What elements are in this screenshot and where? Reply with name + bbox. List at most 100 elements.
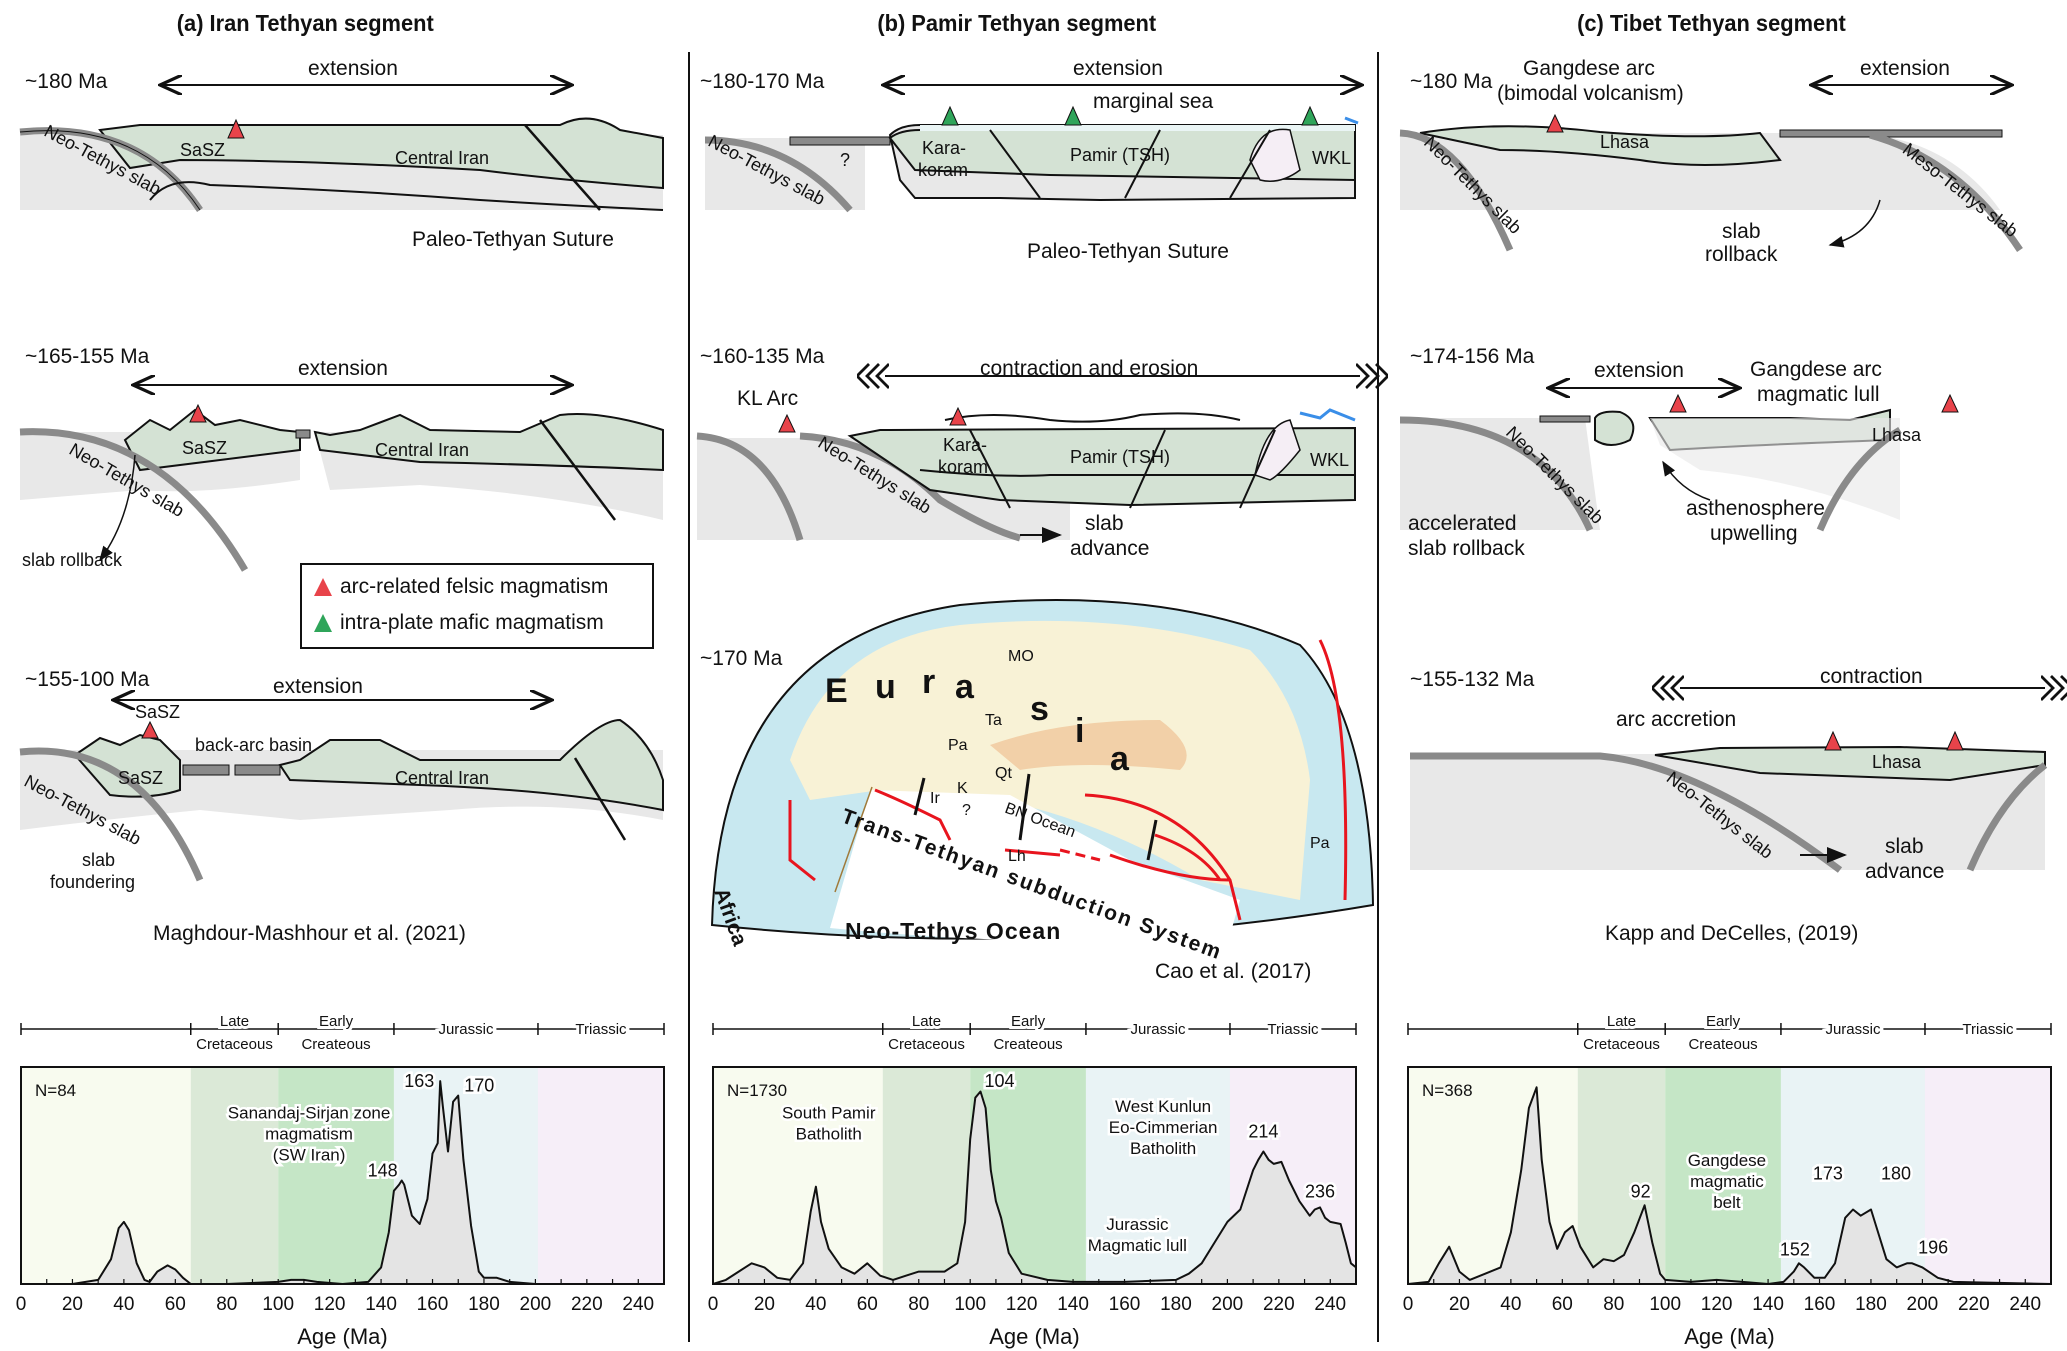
peak-label: 104 xyxy=(984,1071,1014,1091)
map-label-question: ? xyxy=(962,802,971,819)
x-tick-label: 200 xyxy=(1212,1294,1244,1315)
period-label: Late xyxy=(1607,1013,1636,1030)
tibet-s3-lhasa: Lhasa xyxy=(1872,752,1922,772)
x-tick-label: 160 xyxy=(1804,1294,1836,1315)
pamir-s1-kara: Kara- xyxy=(922,138,967,158)
pamir-s2-kara: Kara- xyxy=(943,435,988,455)
legend-label-mafic: intra-plate mafic magmatism xyxy=(340,611,604,634)
x-axis-label: Age (Ma) xyxy=(1684,1324,1774,1349)
iran-s2-age: ~165-155 Ma xyxy=(25,345,150,368)
period-label: Late xyxy=(912,1013,941,1030)
period-label: Early xyxy=(1011,1013,1046,1030)
chart-annotation: Sanandaj-Sirjan zone xyxy=(228,1103,391,1122)
peak-label: 170 xyxy=(464,1076,494,1096)
pamir-s1-suture: Paleo-Tethyan Suture xyxy=(1027,240,1229,263)
green-triangle-icon xyxy=(314,614,332,632)
tibet-s3-regime: contraction xyxy=(1820,665,1923,688)
chart-frame xyxy=(712,1066,1357,1285)
pamir-s2-age: ~160-135 Ma xyxy=(700,345,825,368)
chart-annotation: Jurassic xyxy=(1106,1215,1169,1234)
tibet-s2-lull: magmatic lull xyxy=(1757,383,1880,406)
iran-s2-sasz: SaSZ xyxy=(182,438,228,458)
x-tick-label: 0 xyxy=(708,1294,719,1315)
x-tick-label: 20 xyxy=(754,1294,775,1315)
period-label-line2: Cretaceous xyxy=(888,1036,965,1053)
x-tick-label: 0 xyxy=(16,1294,27,1315)
chart-annotation: Eo-Cimmerian xyxy=(1109,1118,1218,1137)
tibet-s1-age: ~180 Ma xyxy=(1410,70,1493,93)
iran-citation: Maghdour-Mashhour et al. (2021) xyxy=(153,922,466,945)
peak-label: 148 xyxy=(368,1161,398,1181)
peak-label: 163 xyxy=(404,1071,434,1091)
period-label-line2: Createous xyxy=(1688,1036,1757,1053)
x-tick-label: 160 xyxy=(1109,1294,1141,1315)
chart-annotation: Magmatic lull xyxy=(1088,1236,1187,1255)
x-tick-label: 120 xyxy=(1006,1294,1038,1315)
x-tick-label: 220 xyxy=(1958,1294,1990,1315)
period-band xyxy=(882,1067,971,1284)
x-tick-label: 40 xyxy=(113,1294,134,1315)
tibet-s2-accelerated: accelerated xyxy=(1408,512,1517,535)
x-tick-label: 60 xyxy=(165,1294,186,1315)
chart-annotation: South Pamir xyxy=(782,1103,876,1122)
map-label-k: K xyxy=(957,780,968,797)
iran-s2-central-iran: Central Iran xyxy=(375,440,470,460)
peak-label: 214 xyxy=(1248,1122,1278,1142)
tibet-section-1 xyxy=(1399,85,2023,252)
x-axis-label: Age (Ma) xyxy=(989,1324,1079,1349)
x-tick-label: 140 xyxy=(1752,1294,1784,1315)
chart-annotation: magmatic xyxy=(1690,1172,1764,1191)
tibet-citation: Kapp and DeCelles, (2019) xyxy=(1605,922,1859,945)
peak-label: 92 xyxy=(1631,1181,1651,1201)
map-eurasia-r: r xyxy=(922,663,936,701)
x-tick-label: 0 xyxy=(1403,1294,1414,1315)
kde-curve xyxy=(20,1080,665,1285)
x-tick-label: 200 xyxy=(520,1294,552,1315)
column-divider-left xyxy=(688,52,690,1342)
period-label-line2: Createous xyxy=(301,1036,370,1053)
x-axis-label: Age (Ma) xyxy=(297,1324,387,1349)
iran-s3-foundering: foundering xyxy=(50,872,136,892)
tibet-s3-slab: slab xyxy=(1885,835,1924,858)
column-title-iran: (a) Iran Tethyan segment xyxy=(176,10,434,36)
tibet-s2-age: ~174-156 Ma xyxy=(1410,345,1535,368)
tibet-s2-asthenosphere: asthenosphere xyxy=(1686,497,1825,520)
iran-s3-central-iran: Central Iran xyxy=(395,768,490,788)
iran-s3-regime: extension xyxy=(273,675,363,698)
x-tick-label: 220 xyxy=(571,1294,603,1315)
iran-s1-sasz: SaSZ xyxy=(180,140,226,160)
iran-s1-suture: Paleo-Tethyan Suture xyxy=(412,228,614,251)
tibet-s1-slab: slab xyxy=(1722,220,1761,243)
pamir-s1-regime: extension xyxy=(1073,57,1163,80)
period-band xyxy=(190,1067,279,1284)
x-tick-label: 200 xyxy=(1907,1294,1939,1315)
chart-frame xyxy=(1407,1066,2052,1285)
x-tick-label: 120 xyxy=(1701,1294,1733,1315)
period-label: Jurassic xyxy=(1825,1021,1881,1038)
period-label: Triassic xyxy=(575,1021,627,1038)
map-label-lh: Lh xyxy=(1008,848,1026,865)
legend: arc-related felsic magmatism intra-plate… xyxy=(300,563,654,649)
pamir-s2-regime: contraction and erosion xyxy=(980,357,1199,380)
period-label: Early xyxy=(1706,1013,1741,1030)
x-tick-label: 240 xyxy=(622,1294,654,1315)
kde-curve xyxy=(1407,1086,2052,1285)
period-band xyxy=(713,1067,883,1284)
tibet-s3-advance: advance xyxy=(1865,860,1945,883)
iran-section-1 xyxy=(19,85,664,212)
legend-item-arc: arc-related felsic magmatism xyxy=(314,575,608,599)
chart-annotation: Batholith xyxy=(1130,1139,1196,1158)
legend-label-arc: arc-related felsic magmatism xyxy=(340,575,609,598)
tibet-s1-regime: extension xyxy=(1860,57,1950,80)
pamir-s2-advance: advance xyxy=(1070,537,1150,560)
x-tick-label: 160 xyxy=(417,1294,449,1315)
red-triangle-icon xyxy=(314,578,332,596)
map-ocean-label: Neo-Tethys Ocean xyxy=(845,918,1062,944)
period-label-line2: Cretaceous xyxy=(1583,1036,1660,1053)
x-tick-label: 180 xyxy=(468,1294,500,1315)
x-tick-label: 180 xyxy=(1160,1294,1192,1315)
kde-curve xyxy=(712,1090,1357,1285)
pamir-s2-pamir: Pamir (TSH) xyxy=(1070,447,1170,467)
paleogeographic-map xyxy=(710,599,1375,942)
